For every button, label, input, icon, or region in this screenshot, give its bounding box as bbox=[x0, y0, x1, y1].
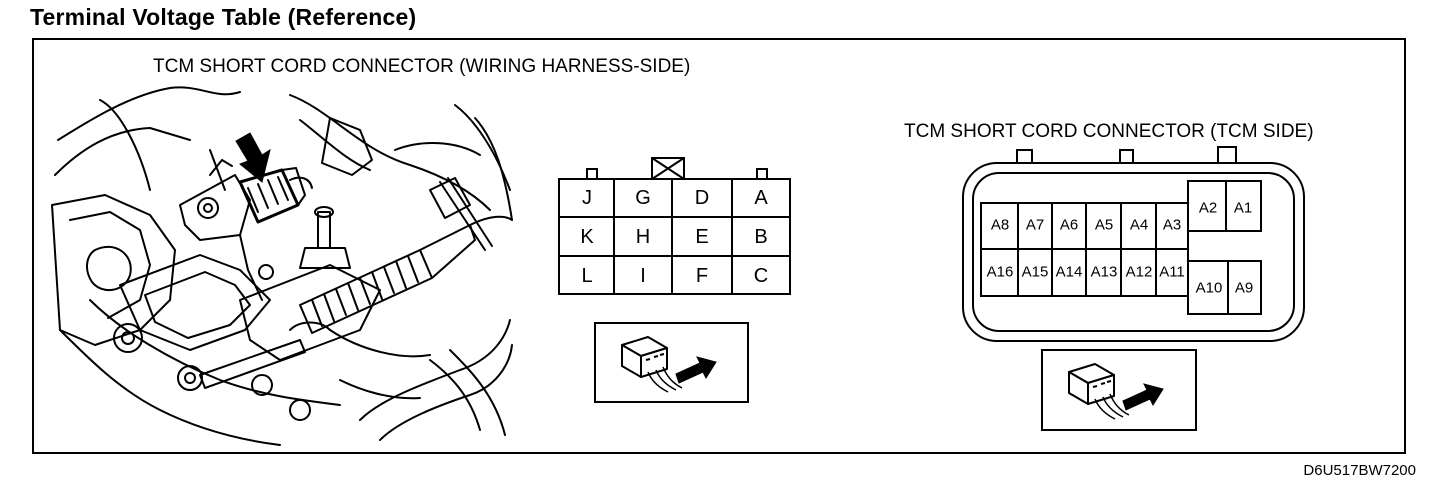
pin-label: A2 bbox=[1199, 200, 1217, 217]
pointer-arrow-icon bbox=[235, 132, 271, 183]
tcm-side-connector: A8 A7 A6 A5 A4 A3 A16 A15 A14 A13 A12 A1… bbox=[962, 146, 1305, 342]
pin-label: A7 bbox=[1026, 217, 1044, 234]
pin-label: A4 bbox=[1130, 217, 1148, 234]
pin-label: A5 bbox=[1095, 217, 1113, 234]
pin-label: A bbox=[754, 187, 768, 209]
tcm-side-label: TCM SHORT CORD CONNECTOR (TCM SIDE) bbox=[904, 121, 1314, 142]
page-title: Terminal Voltage Table (Reference) bbox=[30, 4, 417, 30]
pin-label: G bbox=[635, 187, 651, 209]
pin-label: C bbox=[754, 265, 768, 287]
pin-label: D bbox=[695, 187, 709, 209]
pin-label: J bbox=[582, 187, 592, 209]
pin-label: K bbox=[580, 226, 594, 248]
diagram-frame bbox=[32, 38, 1406, 454]
pin-label: A8 bbox=[991, 217, 1009, 234]
harness-side-connector: J G D A K H E B L I F C bbox=[558, 157, 791, 295]
view-direction-icon bbox=[594, 322, 749, 403]
pin-label: A12 bbox=[1126, 264, 1153, 281]
pin-label: A15 bbox=[1022, 264, 1049, 281]
pin-label: A3 bbox=[1163, 217, 1181, 234]
pin-label: A1 bbox=[1234, 200, 1252, 217]
pin-label: H bbox=[636, 226, 650, 248]
pin-label: E bbox=[695, 226, 708, 248]
pin-label: A9 bbox=[1235, 280, 1253, 297]
pin-label: I bbox=[640, 265, 646, 287]
pin-label: A14 bbox=[1056, 264, 1083, 281]
pin-label: F bbox=[696, 265, 708, 287]
pin-label: A11 bbox=[1159, 264, 1185, 281]
engine-bay-illustration bbox=[51, 86, 513, 446]
view-direction-icon bbox=[1041, 349, 1197, 431]
pin-label: B bbox=[754, 226, 767, 248]
pin-label: A13 bbox=[1091, 264, 1118, 281]
pin-label: A6 bbox=[1060, 217, 1078, 234]
pin-label: A10 bbox=[1196, 280, 1223, 297]
harness-side-label: TCM SHORT CORD CONNECTOR (WIRING HARNESS… bbox=[153, 56, 691, 77]
document-id: D6U517BW7200 bbox=[1303, 462, 1416, 479]
pin-label: A16 bbox=[987, 264, 1014, 281]
pin-label: L bbox=[581, 265, 592, 287]
